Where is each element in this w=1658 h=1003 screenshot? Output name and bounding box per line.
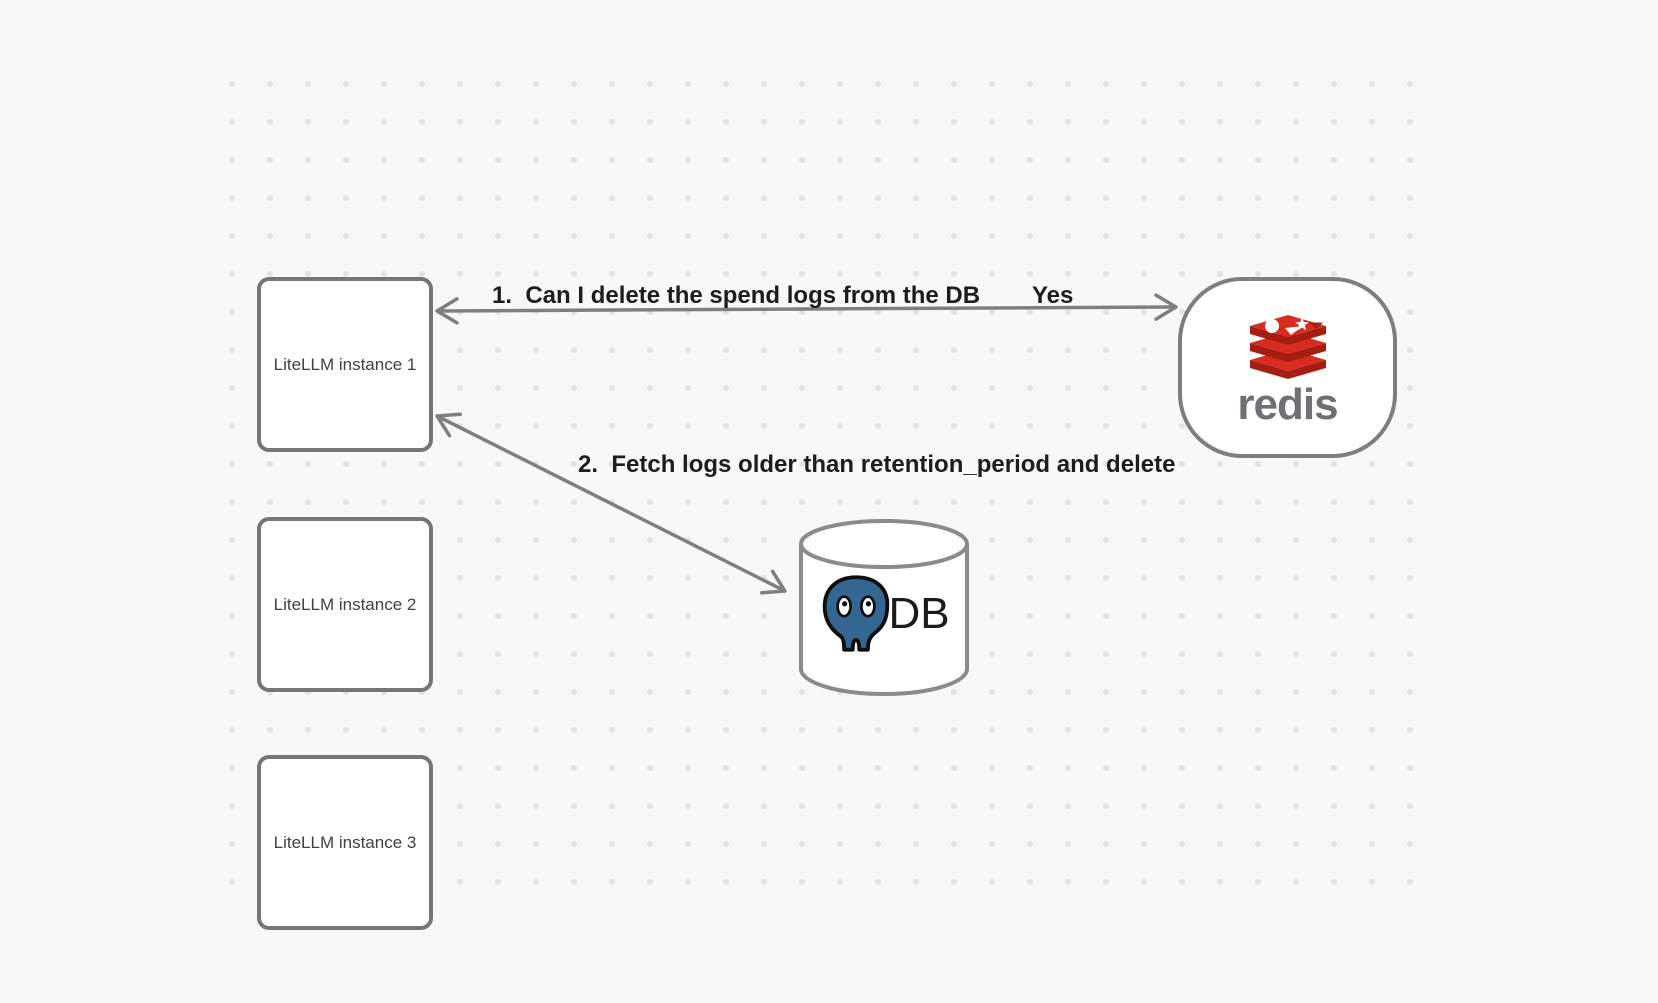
edge1-label[interactable]: 1. Can I delete the spend logs from the … [492,282,981,309]
node-litellm-instance-3[interactable]: LiteLLM instance 3 [257,755,433,930]
node-label: LiteLLM instance 2 [273,594,417,614]
edge2-label[interactable]: 2. Fetch logs older than retention_perio… [578,451,1176,478]
node-database[interactable]: DB [798,518,970,697]
node-litellm-instance-1[interactable]: LiteLLM instance 1 [257,277,433,452]
redis-wordmark: redis [1237,379,1338,429]
node-label: LiteLLM instance 1 [273,354,417,374]
edge-instance1-db[interactable] [435,412,787,595]
node-redis[interactable]: redis [1178,277,1397,458]
node-litellm-instance-2[interactable]: LiteLLM instance 2 [257,517,433,692]
edge-instance1-redis[interactable] [435,293,1178,325]
edge1-response-label[interactable]: Yes [1032,282,1074,309]
redis-logo-icon [1249,314,1326,379]
database-label: DB [888,589,950,638]
postgresql-elephant-icon [823,575,890,652]
node-label: LiteLLM instance 3 [273,832,417,852]
